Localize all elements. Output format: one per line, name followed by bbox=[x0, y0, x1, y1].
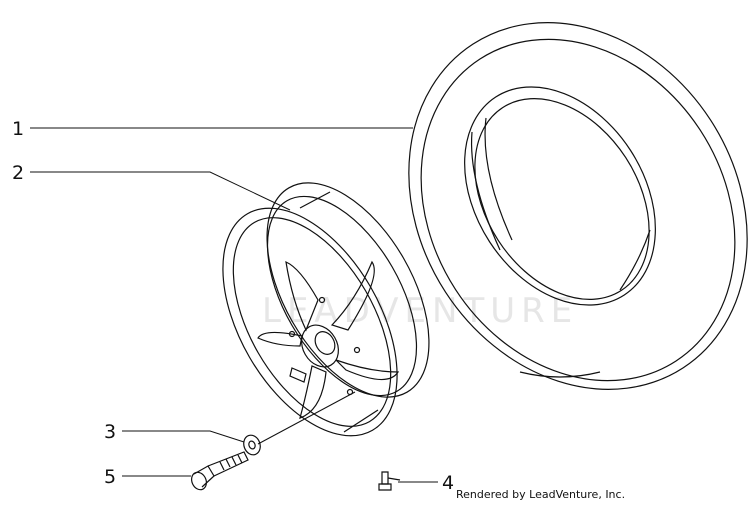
render-credit: Rendered by LeadVenture, Inc. bbox=[456, 488, 625, 501]
callout-1-label: 1 bbox=[12, 118, 24, 140]
tire-part-1[interactable] bbox=[340, 0, 750, 454]
callout-4-label: 4 bbox=[442, 472, 454, 494]
bolt-part-5[interactable] bbox=[189, 451, 249, 492]
callout-5-label: 5 bbox=[104, 466, 116, 488]
leader-lines bbox=[30, 127, 438, 483]
watermark-text: LEADVENTURE bbox=[262, 291, 578, 331]
valve-stem-part-4[interactable] bbox=[378, 471, 401, 491]
washer-part-3[interactable] bbox=[241, 433, 263, 457]
callout-2-label: 2 bbox=[12, 162, 24, 184]
callout-3-label: 3 bbox=[104, 421, 116, 443]
